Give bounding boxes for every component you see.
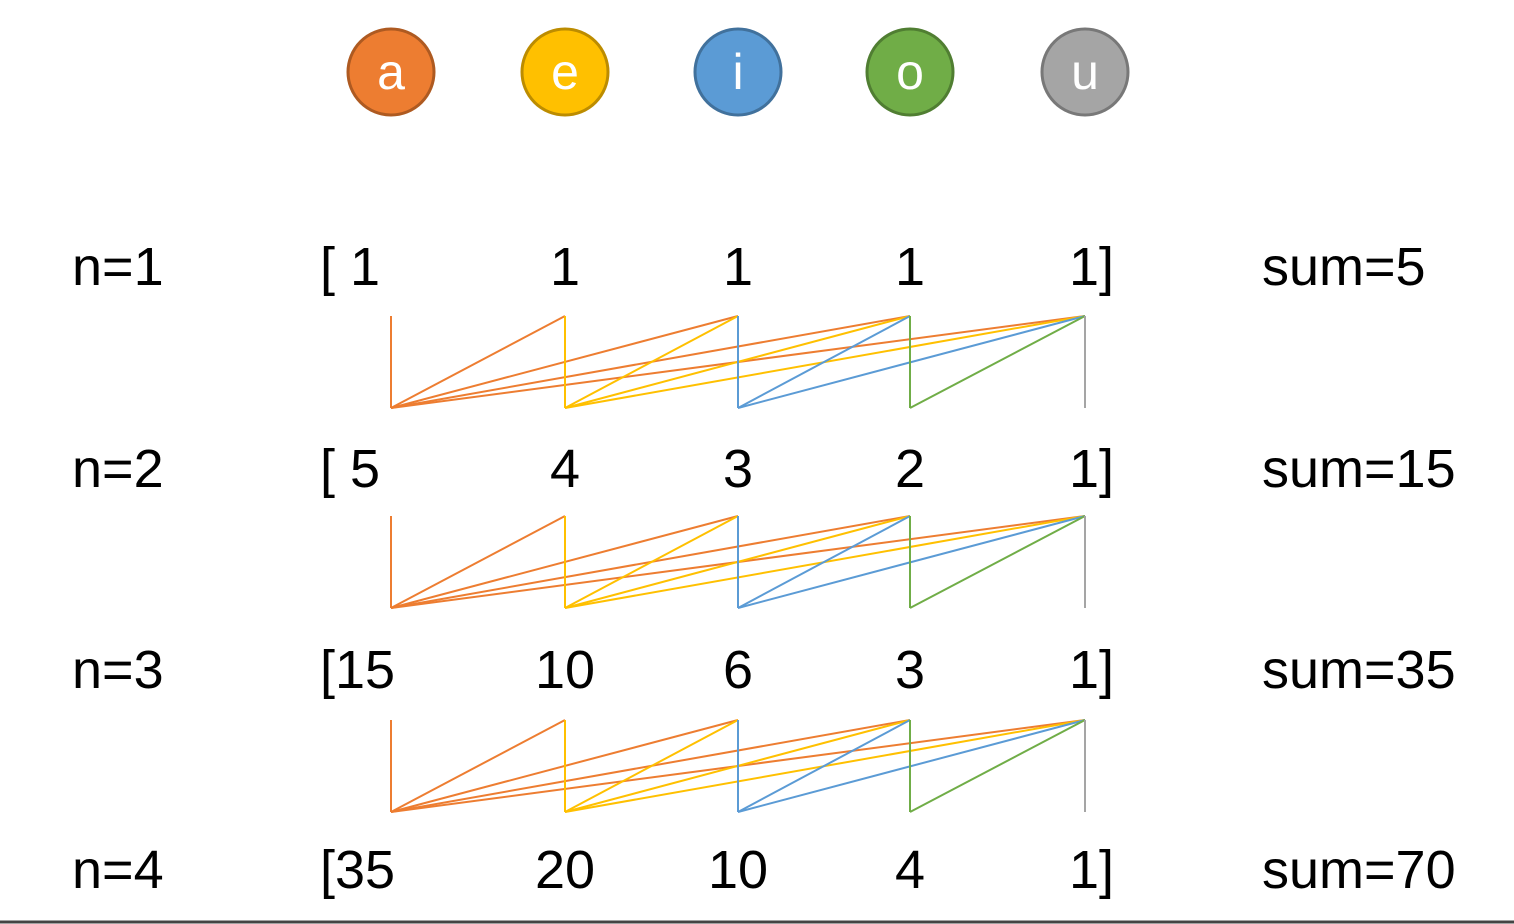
row-n3: n=3 [15 10 6 3 1] sum=35 (72, 640, 1456, 700)
vowel-letter-o: o (896, 44, 924, 100)
row-sum: sum=35 (1262, 640, 1456, 700)
connection-i-from-u (737, 515, 1086, 609)
row-value: [15 (320, 640, 395, 700)
row-value: 1 (723, 237, 753, 297)
row-value: 2 (895, 439, 925, 499)
connection-i-from-o (737, 315, 911, 409)
count-rows: n=1 [ 1 1 1 1 1] sum=5 n=2 [ 5 4 3 2 1] sum=15 n=3 [15 1… (72, 237, 1456, 900)
row-n1: n=1 [ 1 1 1 1 1] sum=5 (72, 237, 1426, 297)
row-n2: n=2 [ 5 4 3 2 1] sum=15 (72, 439, 1456, 499)
row-label: n=3 (72, 640, 164, 700)
row-value: 20 (535, 840, 595, 900)
connection-e-from-i (564, 719, 739, 813)
connection-lines (390, 315, 1086, 813)
vowel-circle-i (693, 27, 783, 117)
row-value: [ 1 (320, 237, 380, 297)
vowel-circle-a (346, 27, 436, 117)
row-value: 10 (708, 840, 768, 900)
vowel-circle-u (1040, 27, 1130, 117)
row-value: 1 (550, 237, 580, 297)
row-value: 4 (550, 439, 580, 499)
connection-i-from-u (737, 315, 1086, 409)
connection-i-from-u (737, 719, 1086, 813)
row-n4: n=4 [35 20 10 4 1] sum=70 (72, 840, 1456, 900)
vowel-letter-a: a (377, 44, 405, 100)
connection-o-from-u (909, 719, 1086, 813)
connection-a-from-e (390, 315, 566, 409)
row-label: n=1 (72, 237, 164, 297)
vowel-letter-e: e (551, 44, 579, 100)
row-value: 3 (723, 439, 753, 499)
vowel-a: a (346, 27, 436, 117)
vowel-letter-i: i (732, 44, 743, 100)
connection-i-from-o (737, 515, 911, 609)
vowel-circle-o (865, 27, 955, 117)
vowel-circle-e (520, 27, 610, 117)
row-value: 3 (895, 640, 925, 700)
row-value: 1] (1069, 640, 1114, 700)
row-label: n=2 (72, 439, 164, 499)
connection-a-from-e (390, 719, 566, 813)
vowel-letter-u: u (1071, 44, 1099, 100)
row-value: [ 5 (320, 439, 380, 499)
row-sum: sum=5 (1262, 237, 1426, 297)
connection-o-from-u (909, 315, 1086, 409)
connection-e-from-i (564, 515, 739, 609)
connection-e-from-i (564, 315, 739, 409)
row-value: [35 (320, 840, 395, 900)
row-label: n=4 (72, 840, 164, 900)
row-value: 10 (535, 640, 595, 700)
row-value: 1] (1069, 237, 1114, 297)
vowel-u: u (1040, 27, 1130, 117)
connection-a-from-e (390, 515, 566, 609)
row-value: 1] (1069, 439, 1114, 499)
row-value: 6 (723, 640, 753, 700)
row-value: 1] (1069, 840, 1114, 900)
vowel-i: i (693, 27, 783, 117)
vowel-e: e (520, 27, 610, 117)
connection-i-from-o (737, 719, 911, 813)
row-sum: sum=70 (1262, 840, 1456, 900)
connection-o-from-u (909, 515, 1086, 609)
row-value: 4 (895, 840, 925, 900)
vowel-o: o (865, 27, 955, 117)
row-sum: sum=15 (1262, 439, 1456, 499)
row-value: 1 (895, 237, 925, 297)
